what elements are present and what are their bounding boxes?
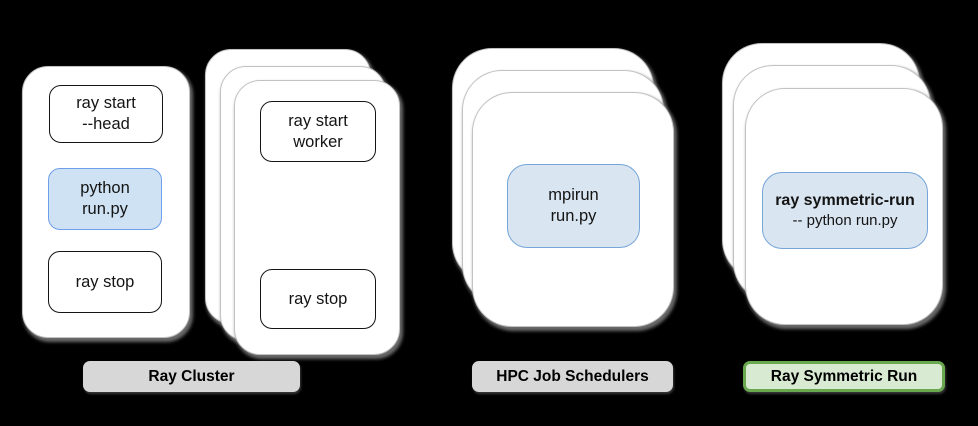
command-line: run.py (550, 207, 597, 225)
command-line: worker (293, 132, 343, 151)
hpc-card-front: mpirun run.py (472, 92, 674, 327)
command-line: ray start (76, 94, 136, 113)
command-line: run.py (82, 200, 128, 218)
command-line: ray stop (288, 289, 348, 308)
ray-symmetric-run-box: ray symmetric-run -- python run.py (762, 172, 928, 249)
python-run-box: python run.py (48, 168, 162, 230)
hpc-job-schedulers-badge: HPC Job Schedulers (472, 361, 673, 392)
symmetric-card-front: ray symmetric-run -- python run.py (745, 88, 943, 325)
command-line: ray symmetric-run (775, 191, 915, 209)
command-line: -- python run.py (792, 212, 898, 230)
ray-start-head-box: ray start --head (49, 85, 163, 143)
mpirun-box: mpirun run.py (507, 164, 640, 248)
command-line: --head (82, 115, 130, 133)
command-line: ray stop (75, 272, 135, 291)
worker-card-front: ray start worker ray stop (234, 80, 400, 355)
ray-stop-box: ray stop (48, 251, 162, 313)
ray-cluster-badge: Ray Cluster (83, 361, 300, 392)
command-line: python (80, 179, 130, 198)
command-line: mpirun (548, 186, 599, 205)
ray-symmetric-run-badge: Ray Symmetric Run (743, 361, 945, 392)
head-node-card: ray start --head python run.py ray stop (22, 66, 190, 338)
command-line: ray start (288, 111, 348, 130)
ray-start-worker-box: ray start worker (260, 101, 376, 162)
worker-ray-stop-box: ray stop (260, 269, 376, 329)
